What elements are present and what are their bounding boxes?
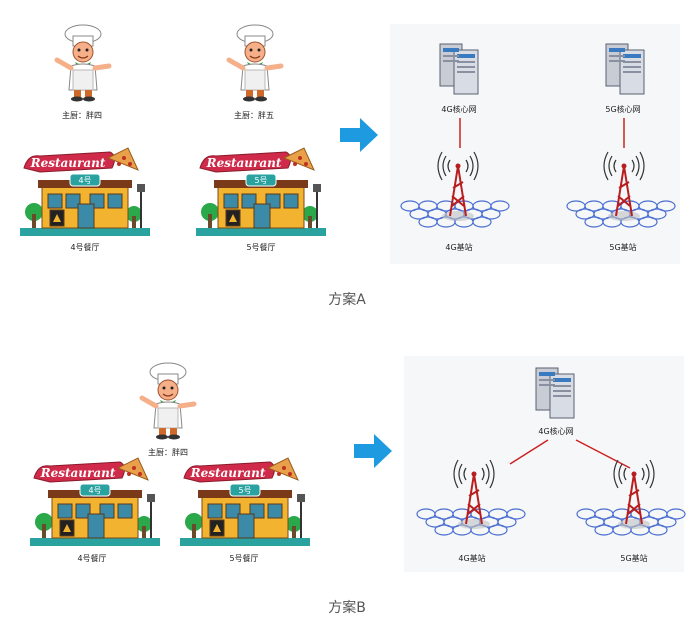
core-network-label: 4G核心网 — [538, 427, 574, 436]
restaurant-illustration: Restaurant 5号 — [179, 457, 311, 547]
base-station-icon — [416, 459, 526, 536]
arrow-right-icon — [354, 434, 392, 468]
chef-icon — [225, 26, 285, 104]
scheme-caption: 方案B — [328, 600, 366, 616]
link-line-left — [509, 439, 549, 465]
link-line-right — [575, 439, 631, 469]
link-line — [459, 118, 461, 148]
chef-icon — [53, 26, 113, 104]
restaurant-label: 4号餐厅 — [77, 554, 107, 563]
restaurant-number: 5号 — [238, 486, 251, 495]
base-station-label: 5G基站 — [609, 243, 637, 252]
base-station-icon — [576, 459, 686, 536]
restaurant-sign: Restaurant — [40, 466, 116, 480]
link-lines — [509, 439, 631, 469]
base-station-label: 5G基站 — [620, 554, 648, 563]
base-station-icon — [400, 151, 510, 228]
restaurant-number: 5号 — [254, 176, 267, 185]
restaurant-illustration: Restaurant 4号 — [29, 457, 161, 547]
chef-label: 主厨：胖四 — [148, 448, 188, 457]
chef-label: 主厨：胖四 — [62, 111, 102, 120]
restaurant-label: 5号餐厅 — [246, 243, 276, 252]
base-station-icon — [566, 151, 676, 228]
restaurant-sign: Restaurant — [206, 156, 282, 170]
base-station-label: 4G基站 — [458, 554, 486, 563]
core-network-label: 5G核心网 — [605, 105, 641, 114]
chef-label: 主厨：胖五 — [234, 111, 274, 120]
restaurant-label: 4号餐厅 — [70, 243, 100, 252]
restaurant-number: 4号 — [88, 486, 101, 495]
arrow-right-icon — [340, 118, 378, 152]
core-network-server-icon — [535, 367, 575, 419]
scheme-caption: 方案A — [328, 292, 366, 308]
link-line — [623, 118, 625, 148]
core-network-label: 4G核心网 — [441, 105, 477, 114]
restaurant-illustration: Restaurant 5号 — [195, 147, 327, 237]
restaurant-number: 4号 — [78, 176, 91, 185]
restaurant-sign: Restaurant — [190, 466, 266, 480]
restaurant-label: 5号餐厅 — [229, 554, 259, 563]
base-station-label: 4G基站 — [445, 243, 473, 252]
chef-icon — [138, 364, 198, 442]
core-network-server-icon — [439, 43, 479, 95]
restaurant-illustration: Restaurant 4号 — [19, 147, 151, 237]
restaurant-sign: Restaurant — [30, 156, 106, 170]
core-network-server-icon — [605, 43, 645, 95]
